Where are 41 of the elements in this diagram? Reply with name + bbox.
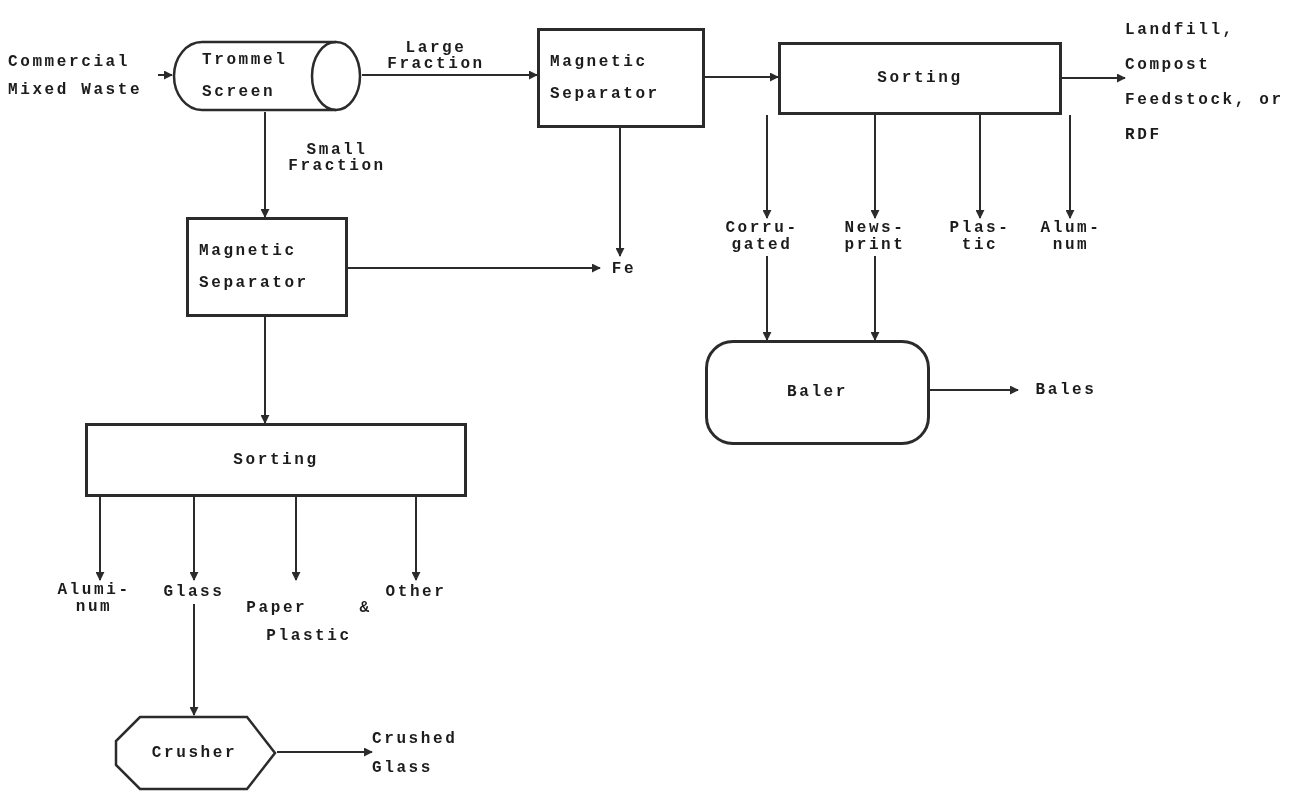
process-box: Sorting [85, 423, 467, 497]
flow-label: Crushed Glass [372, 726, 488, 782]
arrow [189, 496, 199, 581]
arrow [189, 603, 199, 716]
arrow [347, 263, 601, 273]
arrow [615, 127, 625, 257]
arrow [870, 114, 880, 219]
arrow [276, 747, 373, 757]
flow-label: Alum- num [1027, 218, 1115, 256]
flow-label: Corru- gated [712, 218, 812, 256]
arrow [260, 111, 270, 218]
flow-label: Fe [600, 256, 648, 282]
arrow [975, 114, 985, 219]
flow-label: Paper & Plastic [246, 580, 372, 664]
arrow [762, 255, 772, 341]
crusher-hexagon: Crusher [112, 715, 277, 791]
arrow [762, 114, 772, 219]
arrow [361, 70, 538, 80]
process-box: Magnetic Separator [537, 28, 705, 128]
flow-label: Landfill, Compost Feedstock, or RDF [1125, 8, 1304, 158]
flow-label: Plas- tic [935, 218, 1025, 256]
arrow [95, 496, 105, 581]
arrow [411, 496, 421, 581]
flow-label: Alumi- num [44, 580, 144, 618]
flow-label: Other [372, 580, 460, 604]
arrow [929, 385, 1019, 395]
flow-label: News- print [825, 218, 925, 256]
arrow [157, 70, 173, 80]
process-box: Magnetic Separator [186, 217, 348, 317]
flow-label: Commercial Mixed Waste [8, 34, 158, 118]
arrow [870, 255, 880, 341]
arrow [704, 72, 779, 82]
flow-label: Glass [150, 580, 238, 604]
arrow [1065, 114, 1075, 219]
arrow [260, 316, 270, 424]
arrow [291, 496, 301, 581]
process-box: Sorting [778, 42, 1062, 115]
flow-label: Bales [1018, 378, 1114, 402]
trommel-drum: Trommel Screen [172, 40, 362, 112]
arrow [1061, 73, 1126, 83]
baler-box: Baler [705, 340, 930, 445]
